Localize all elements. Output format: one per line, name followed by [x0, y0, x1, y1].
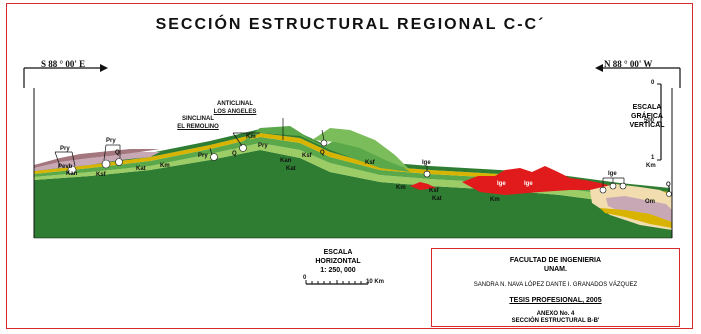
thesis-label: TESIS PROFESIONAL, 2005 [509, 297, 602, 304]
unit-label: Kan [280, 158, 292, 164]
horizontal-scale-ratio: 1: 250, 000 [320, 267, 356, 274]
unit-label: Kat [286, 166, 296, 172]
vertical-scale-line3: VERTICAL [629, 122, 665, 129]
unit-label: Ige [422, 160, 431, 166]
institution-line2: UNAM. [544, 266, 567, 273]
unit-label: Q [320, 150, 325, 156]
vertical-scale-line1: ESCALA [632, 104, 662, 111]
vertical-scale-tick-0: 0 [651, 80, 655, 86]
vertical-scale-line2: GRÁFICA [631, 113, 663, 120]
vertical-scale: ESCALA GRÁFICA VERTICAL [617, 103, 677, 130]
horizontal-scale-line2: HORIZONTAL [315, 258, 361, 265]
unit-label: Q [232, 151, 237, 157]
unit-label: Q [666, 182, 671, 188]
cross-section-layers [34, 126, 672, 238]
unit-label: Pry [60, 146, 70, 152]
unit-label: Km [160, 163, 170, 169]
unit-label: Ige [497, 181, 506, 187]
title-block: FACULTAD DE INGENIERIA UNAM. SANDRA N. N… [431, 248, 680, 327]
unit-label: Km [490, 197, 500, 203]
unit-label: Pry [198, 153, 208, 159]
unit-label: Ksf [365, 160, 375, 166]
anticline-label-line1: ANTICLINAL [217, 101, 253, 107]
unit-label: Km [246, 134, 256, 140]
unit-label: Ksf [302, 153, 312, 159]
vertical-scale-tick-500: 500 [644, 118, 655, 124]
section-title: SECCIÓN ESTRUCTURAL REGIONAL C-C´ [155, 16, 546, 33]
unit-label: Om [645, 199, 656, 205]
unit-label: Ksf [96, 172, 106, 178]
horizontal-scale-line1: ESCALA [323, 249, 353, 256]
unit-label: Q [115, 150, 120, 156]
horizontal-scale-bar [305, 280, 369, 285]
annex-label: ANEXO No. 4 [536, 311, 575, 317]
unit-label: Ksf [429, 188, 439, 194]
unit-label: Kat [136, 166, 146, 172]
horizontal-scale-end: 10 Km [366, 279, 385, 285]
syncline-label-line1: SINCLINAL [182, 116, 214, 122]
arrow-left-icon [23, 64, 108, 88]
arrow-right-icon [595, 64, 681, 88]
unit-label: Ige [608, 171, 617, 177]
section-label: SECCIÓN ESTRUCTURAL B-B' [511, 318, 600, 324]
map-frame: SECCIÓN ESTRUCTURAL REGIONAL C-C´ S 88 °… [6, 3, 693, 329]
horizontal-scale-start: 0 [303, 275, 307, 281]
unit-label: Kat [432, 196, 442, 202]
vertical-scale-unit: Km [646, 163, 656, 169]
vertical-scale-tick-1: 1 [651, 155, 655, 161]
vertical-scale-bar [657, 83, 662, 161]
authors: SANDRA N. NAVA LÓPEZ DANTE I. GRANADOS V… [473, 282, 638, 288]
unit-label: Pry [258, 143, 268, 149]
leader-lines [54, 118, 670, 192]
unit-label: Pevb [58, 164, 73, 170]
unit-label: Pry [106, 138, 116, 144]
institution-line1: FACULTAD DE INGENIERIA [509, 257, 602, 264]
unit-label: Km [396, 185, 406, 191]
anticline-label-line2: LOS ANGELES [213, 109, 257, 115]
direction-left-label: S 88 ° 00' E [41, 59, 86, 69]
unit-label: Ige [524, 181, 533, 187]
syncline-label-line2: EL REMOLINO [177, 124, 219, 130]
horizontal-scale: ESCALA HORIZONTAL 1: 250, 000 [298, 248, 378, 275]
unit-label: Kan [66, 171, 78, 177]
direction-right-label: N 88 ° 00' W [604, 59, 653, 69]
